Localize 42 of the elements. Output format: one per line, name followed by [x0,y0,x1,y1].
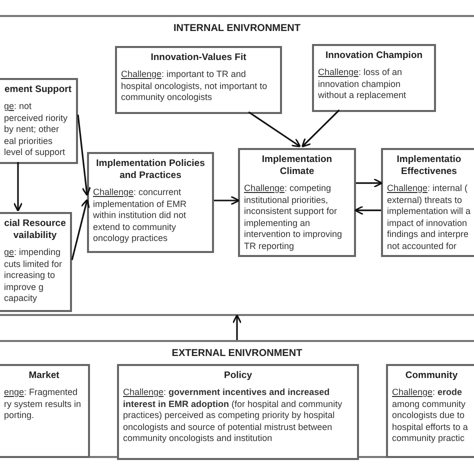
factor-heading: Implementation Climate [260,154,334,178]
arrow [356,178,383,188]
factor-heading: Implementatio Effectivenes [396,154,462,178]
factor-box [0,212,72,312]
challenge-text: Challenge: internal ( external) threats to implementation will a impact of innovation findings and interpre not accounted for [387,183,471,252]
challenge-text: ge: not perceived riority by nent; other eal priorities level of support [4,101,69,158]
challenge-text: Challenge: concurrent implementation of EMR within institution did not extend to community oncology practices [93,187,188,244]
factor-box [238,148,356,257]
challenge-text: Challenge: erode among community oncologists due to hospital efforts to a community practic [392,387,469,444]
factor-box [381,148,474,257]
factor-box [0,78,78,164]
challenge-text: Challenge: loss of an innovation champion without a replacement [318,67,408,102]
arrow [232,314,242,340]
challenge-text: enge: Fragmented ry system results in porting. [4,387,82,422]
arrow [214,196,240,206]
factor-box [115,46,282,114]
section-title: EXTERNAL ENIVRONMENT [170,347,304,361]
factor-box [312,44,436,112]
challenge-text: Challenge: competing institutional priorities, inconsistent support for implementing an intervention to improving TR reporting [244,183,344,252]
factor-heading: cial Resource vailability [4,218,66,242]
factor-heading: Innovation-Values Fit [150,52,248,64]
factor-heading: Market [28,370,60,382]
environment-frame [0,340,474,458]
challenge-text: Challenge: important to TR and hospital oncologists, not important to community oncologists [121,69,268,104]
arrow [301,109,340,148]
arrow [354,206,381,216]
factor-heading: Policy [223,370,253,382]
challenge-text: ge: impending cuts limited for increasing to improve g capacity [4,247,64,304]
factor-heading: Community [404,370,459,382]
arrow [77,114,91,196]
factor-heading: Implementation Policies and Practices [95,158,206,182]
factor-heading: ement Support [4,84,72,96]
factor-box [117,364,359,460]
environment-frame [0,15,474,316]
arrow [248,111,301,148]
factor-box [87,152,214,253]
arrow [13,162,23,212]
factor-heading: Innovation Champion [324,50,424,62]
factor-box [0,364,90,458]
section-title: INTERNAL ENIVRONMENT [172,22,302,36]
challenge-text: Challenge: government incentives and increased interest in EMR adoption (for hospital and community practices) perceived as competing priority by hospital oncologists and source of potential mistrust between community oncologists and institution [123,387,344,444]
factor-box [386,364,474,458]
